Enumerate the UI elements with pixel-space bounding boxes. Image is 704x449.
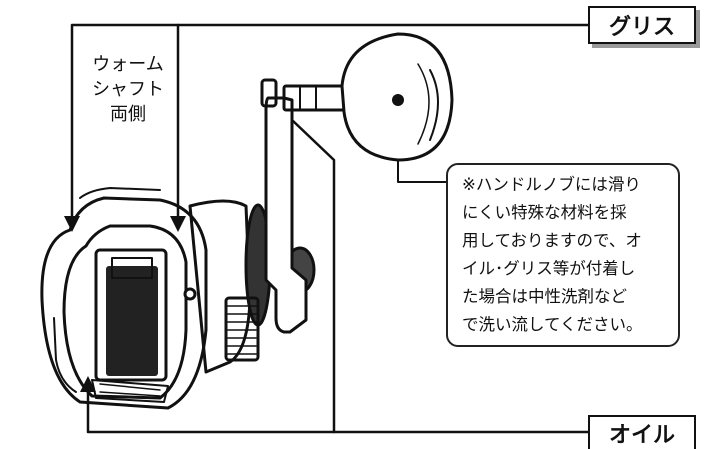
note-line: イル･グリス等が付着し	[462, 259, 636, 278]
oil-label: オイル	[588, 415, 696, 449]
grease-leader-line	[70, 23, 590, 220]
note-line: で洗い流してください。	[462, 315, 643, 334]
worm-shaft-label-line: ウォーム	[92, 54, 164, 75]
handle-arm	[260, 78, 346, 334]
note-line: た場合は中性洗剤など	[462, 287, 627, 306]
arrow-right-worm	[170, 216, 186, 232]
reel-body	[40, 187, 208, 410]
note-line: 用しておりますので、オ	[462, 231, 642, 250]
note-line: にくい特殊な材料を採	[462, 203, 627, 222]
note-line: ※ハンドルノブには滑り	[462, 175, 641, 194]
grease-label: グリス	[588, 6, 696, 44]
handle-knob	[340, 32, 454, 162]
worm-shaft-label: ウォーム シャフト 両側	[80, 52, 176, 127]
handle-knob-note: ※ハンドルノブには滑り にくい特殊な材料を採 用しておりますので、オ イル･グリ…	[446, 163, 680, 347]
worm-shaft-label-line: 両側	[110, 104, 146, 125]
worm-shaft-label-line: シャフト	[92, 79, 164, 100]
